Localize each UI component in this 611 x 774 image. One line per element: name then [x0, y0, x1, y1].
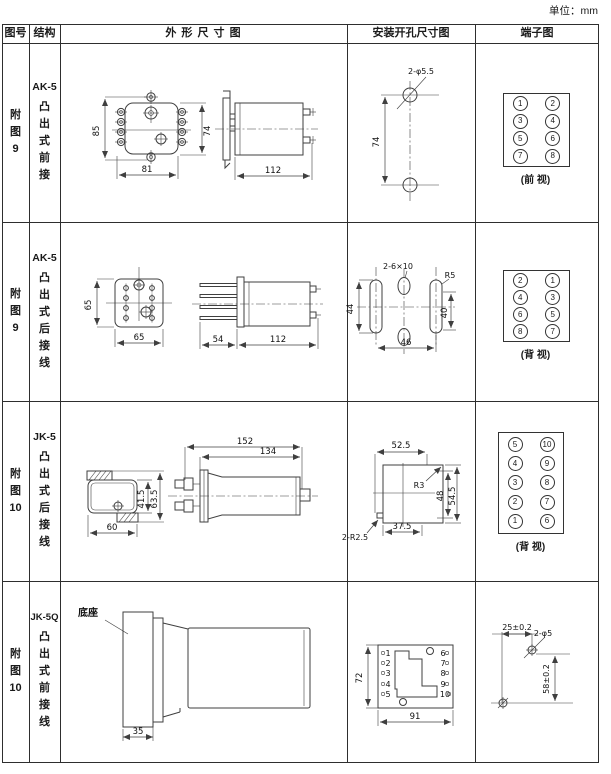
header-outline-dims: 外 形 尺 寸 图 — [165, 27, 242, 39]
unit-label: 单位：mm — [549, 5, 598, 17]
svg-text:8: 8 — [440, 669, 445, 678]
dim-48: 48 — [436, 491, 446, 502]
dim-37-5: 37.5 — [393, 522, 412, 532]
dim-112: 112 — [270, 335, 286, 345]
svg-text:5: 5 — [385, 690, 390, 699]
row4-structure: JK-5Q 凸 出 式 前 接 线 — [30, 612, 59, 728]
dim-72: 72 — [355, 673, 365, 684]
radius-label: R3 — [414, 481, 425, 490]
dim-134: 134 — [260, 447, 276, 457]
svg-text:3: 3 — [385, 669, 390, 678]
dim-74: 74 — [203, 126, 213, 137]
row4-figure-no: 附 图 10 — [9, 648, 22, 694]
svg-text:6: 6 — [440, 649, 445, 658]
dim-63-5: 63.5 — [150, 490, 160, 509]
dim-44: 44 — [346, 304, 356, 315]
header-terminal-diagram: 端子图 — [520, 27, 554, 39]
base-label: 底座 — [78, 606, 98, 619]
hole-label: 2-φ5 — [534, 629, 552, 638]
row2-mounting-drawing: 44 40 46 2-6×10 R5 — [346, 262, 456, 354]
rear-terminal-screws — [123, 283, 155, 323]
dim-85: 85 — [92, 126, 102, 137]
dim-35: 35 — [133, 727, 144, 737]
svg-text:9: 9 — [440, 680, 445, 689]
svg-text:1: 1 — [385, 649, 390, 658]
row2-terminal-caption: (背 视) — [520, 350, 551, 361]
svg-text:7: 7 — [440, 659, 445, 668]
header-figure-no: 图号 — [4, 27, 27, 39]
dim-40: 40 — [440, 308, 450, 319]
corner-label: 2-R2.5 — [342, 533, 368, 542]
header-mounting-dims: 安装开孔尺寸图 — [372, 27, 450, 39]
dim-74: 74 — [372, 137, 382, 148]
row3-mounting-drawing: 52.5 R3 48 54.5 37.5 2-R2.5 — [342, 441, 461, 542]
header-structure: 结构 — [33, 27, 56, 39]
row2-outline-drawing: 65 65 54 112 — [84, 267, 323, 349]
radius-label: R5 — [445, 271, 456, 280]
dim-65-bottom: 65 — [134, 333, 145, 343]
side-terminal-screws-right — [176, 107, 188, 147]
dim-60: 60 — [107, 523, 118, 533]
dim-25: 25±0.2 — [502, 623, 532, 632]
svg-text:2: 2 — [385, 659, 390, 668]
dim-46: 46 — [401, 338, 412, 348]
row4-outline-drawing: 底座 35 — [78, 606, 311, 741]
row3-terminal-caption: (背 视) — [515, 542, 546, 553]
row4-terminal-drawing: 25±0.2 2-φ5 58±0.2 — [491, 623, 573, 709]
svg-text:4: 4 — [385, 680, 390, 689]
slot-label: 2-6×10 — [383, 262, 413, 271]
row1-mounting-drawing: 74 2-φ5.5 — [372, 67, 439, 201]
dim-52-5: 52.5 — [392, 441, 411, 451]
dim-112: 112 — [265, 166, 281, 176]
dim-54-5: 54.5 — [448, 487, 458, 506]
dim-65-left: 65 — [84, 300, 94, 311]
row3-structure: JK-5 凸 出 式 后 接 线 — [33, 431, 56, 548]
mounting-terminal-numbers-right: 6 7 8 9 10 — [440, 649, 452, 699]
row1-outline-drawing: 85 74 81 112 — [92, 90, 318, 180]
row1-structure: AK-5 凸 出 式 前 接 — [32, 81, 57, 181]
dim-58: 58±0.2 — [542, 664, 551, 694]
svg-text:10: 10 — [440, 690, 450, 699]
side-terminal-screws-left — [115, 107, 127, 147]
row4-mounting-drawing: 1 2 3 4 5 6 7 8 9 10 72 91 — [355, 644, 454, 726]
row1-figure-no: 附 图 9 — [10, 109, 21, 155]
dim-91: 91 — [410, 712, 421, 722]
dim-81: 81 — [142, 165, 153, 175]
hole-label: 2-φ5.5 — [408, 67, 434, 76]
row3-outline-drawing: 41.5 63.5 60 152 134 — [86, 437, 318, 537]
row1-terminal-caption: (前 视) — [520, 175, 551, 186]
row3-figure-no: 附 图 10 — [9, 467, 22, 514]
row2-structure: AK-5 凸 出 式 后 接 线 — [32, 251, 57, 369]
mounting-terminal-numbers-left: 1 2 3 4 5 — [380, 649, 391, 699]
row2-figure-no: 附 图 9 — [10, 288, 21, 334]
dim-152: 152 — [237, 437, 253, 447]
dim-54: 54 — [213, 335, 224, 345]
table-border — [2, 24, 599, 763]
dim-41-5: 41.5 — [137, 490, 147, 509]
